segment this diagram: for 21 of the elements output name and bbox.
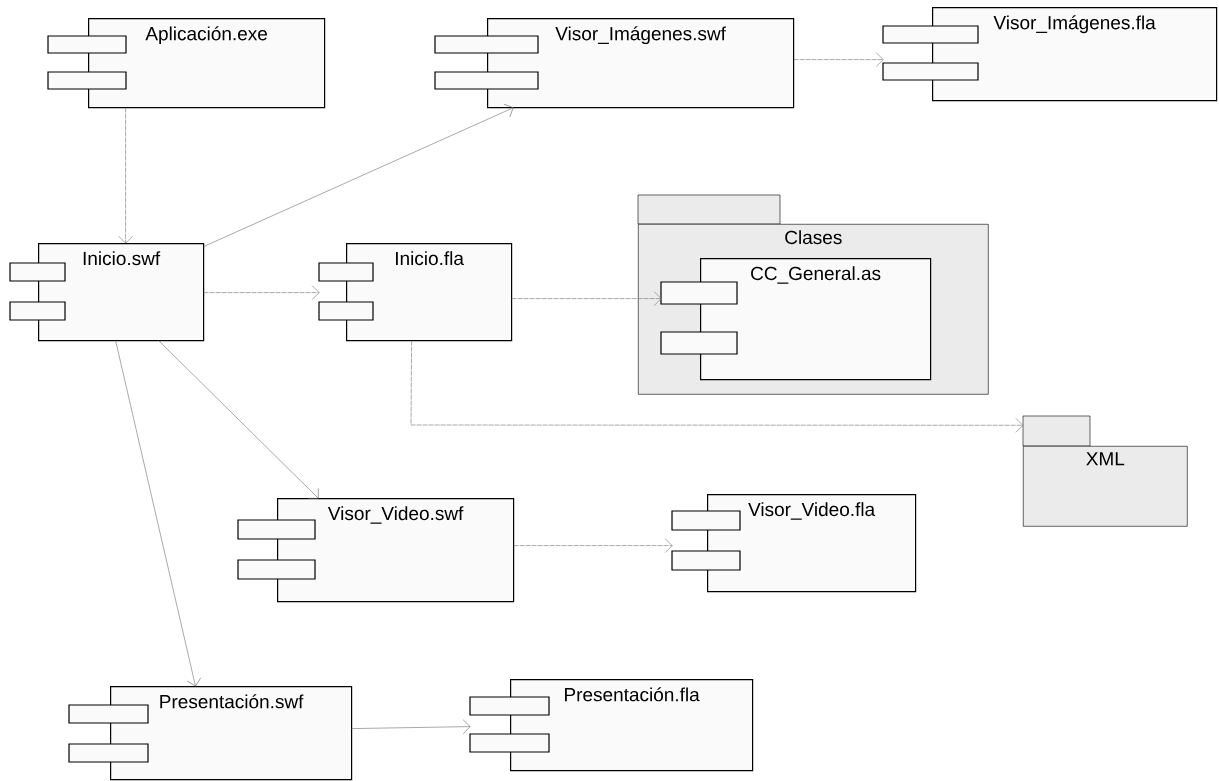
package-box: XML [1022,415,1188,527]
component-box: Inicio.swf [9,243,205,342]
arrow [203,285,320,300]
arrow [115,340,202,687]
component-box: Visor_Imágenes.swf [434,18,795,109]
component-box: CC_General.as [660,258,932,381]
arrow [118,107,133,244]
component-box: Inicio.fla [318,243,513,342]
arrow [158,340,319,499]
arrow [351,719,471,734]
arrow [513,538,673,553]
component-box: Visor_Video.fla [671,494,917,593]
arrow [203,103,514,247]
component-box: Presentación.swf [68,686,353,781]
component-box: Presentación.fla [469,679,754,772]
arrow [793,52,884,67]
component-box: Visor_Imágenes.fla [882,7,1218,102]
component-box: Visor_Video.swf [237,498,515,603]
component-box: Aplicación.exe [47,18,326,109]
arrow [410,340,1024,433]
arrow [511,291,662,306]
